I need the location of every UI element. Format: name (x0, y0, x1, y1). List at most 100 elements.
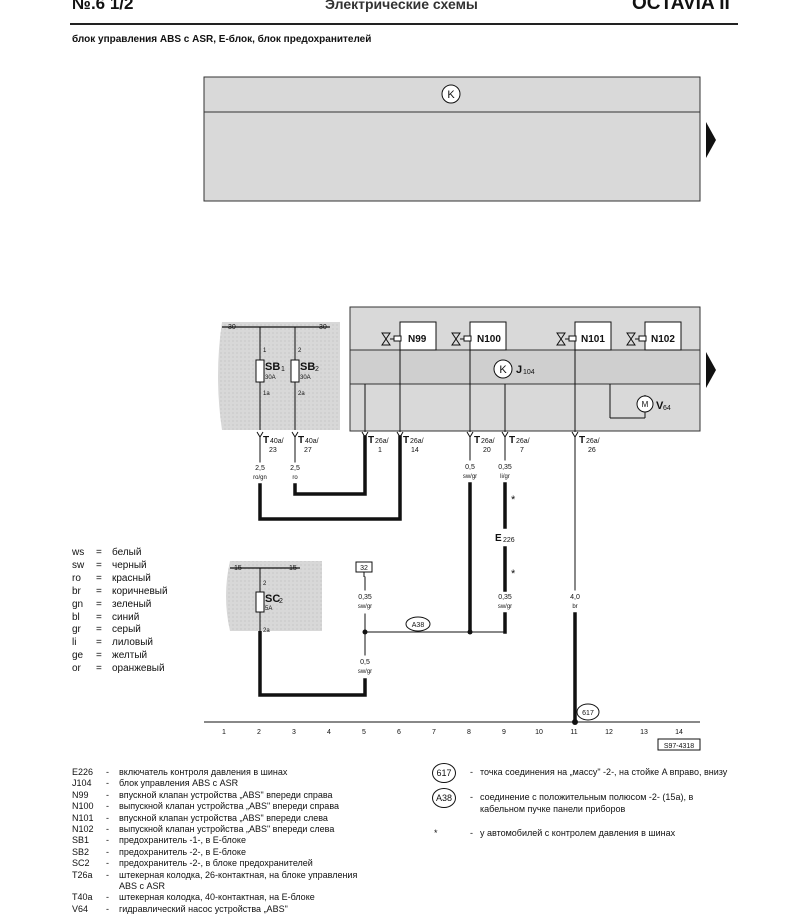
component-code: SB2 (72, 846, 90, 857)
grid-number-4: 4 (327, 729, 331, 736)
star-lower: * (511, 568, 516, 580)
color-code: ro (72, 572, 81, 584)
valve-n99-label: N99 (408, 334, 427, 345)
color-name: синий (112, 611, 140, 623)
wire-label-7-color: sw/gr (498, 604, 512, 610)
color-legend-row: ws=белый (72, 547, 168, 560)
grid-number-14: 14 (675, 729, 683, 736)
ref-a38 (405, 616, 431, 632)
wire-label-5-color: br (572, 604, 577, 610)
color-name: зеленый (112, 598, 152, 610)
component-code: N100 (72, 801, 94, 812)
valve-n99: N99 (381, 321, 437, 351)
color-legend-row: ge=желтый (72, 650, 168, 663)
color-code: ge (72, 650, 84, 662)
wire-label-5-size: 4,0 (570, 594, 580, 601)
component-text: включатель контроля давления в шинах (119, 767, 288, 777)
component-code: J104 (72, 778, 92, 789)
connector-t26a-26-sub: 26a/ (586, 438, 600, 445)
grid-number-6: 6 (397, 729, 401, 736)
color-eq: = (96, 598, 102, 610)
sb2-pin-bottom: 2a (298, 391, 305, 397)
component-dash: - (106, 767, 109, 777)
component-dash: - (106, 835, 109, 846)
ref-32-label: 32 (360, 565, 368, 572)
component-row: T40a-штекерная колодка, 40-контактная, н… (72, 892, 372, 903)
color-legend-row: gr=серый (72, 624, 168, 637)
note-star-dash: - (470, 828, 473, 838)
component-code: N102 (72, 824, 94, 835)
v64-label: V (656, 400, 664, 412)
connector-t26a-20-sub: 26a/ (481, 438, 495, 445)
component-code: SB1 (72, 835, 90, 846)
color-legend-row: gn=зеленый (72, 599, 168, 612)
component-dash: - (106, 892, 109, 903)
fuse-sb2 (290, 359, 300, 383)
valve-n102: N102 (626, 321, 682, 351)
fuse-sb1 (255, 359, 265, 383)
component-text: блок управления ABS с ASR (119, 778, 239, 789)
component-dash: - (106, 812, 109, 823)
color-eq: = (96, 663, 102, 675)
sc2-rating: 5A (265, 606, 272, 612)
terminal-15-right: 15 (289, 565, 297, 572)
wire-label-6: 0,35 sw/gr (358, 594, 372, 610)
valve-n101-label: N101 (581, 334, 605, 345)
component-text: гидравлический насос устройства „ABS" (119, 903, 288, 914)
connector-t40a-27-pin: 27 (304, 447, 312, 454)
connector-t26a-7-pin: 7 (520, 447, 524, 454)
component-code: T26a (72, 869, 93, 880)
component-row: SB1-предохранитель -1-, в E-блоке (72, 835, 372, 846)
component-dash: - (106, 789, 109, 800)
wire-ro-gn (258, 435, 402, 521)
color-name: красный (112, 572, 151, 584)
sb1-sub: 1 (281, 366, 285, 373)
k-symbol-j104-label: K (499, 364, 507, 376)
color-legend-row: or=оранжевый (72, 663, 168, 676)
wire-ro (293, 435, 367, 496)
connector-t26a-14-pin: 14 (411, 447, 419, 454)
wire-label-3: 0,5 sw/gr (463, 464, 477, 480)
valve-n100-label: N100 (477, 334, 501, 345)
connector-t26a-1-sub: 26a/ (375, 438, 389, 445)
grid-numbers: 1 2 3 4 5 6 7 8 9 10 11 12 13 14 (222, 729, 683, 736)
component-dash: - (106, 801, 109, 812)
connector-t26a-20-pin: 20 (483, 447, 491, 454)
fuse-sc2 (255, 591, 265, 613)
terminal-30-left: 30 (228, 324, 236, 331)
wire-label-8: 0,5 sw/gr (358, 659, 372, 675)
color-legend-row: sw=черный (72, 560, 168, 573)
connector-t26a-14-sub: 26a/ (410, 438, 424, 445)
component-dash: - (106, 903, 109, 914)
wire-label-4-size: 0,35 (498, 464, 512, 471)
connector-t26a-26-pin: 26 (588, 447, 596, 454)
page-header: №.6 1/2 Электрические схемы OCTAVIA II (0, 0, 807, 25)
connector-t26a-26-name: T (579, 435, 585, 446)
sb1-pin-top: 1 (263, 348, 267, 354)
connector-t40a-23: T 40a/ 23 (263, 435, 284, 454)
component-text: выпускной клапан устройства „ABS" вперед… (119, 801, 339, 812)
k-symbol-j104 (493, 359, 513, 379)
component-row: N99-впускной клапан устройства „ABS" впе… (72, 790, 372, 801)
motor-symbol: M (642, 400, 649, 409)
sb2-pin-top: 2 (298, 348, 302, 354)
motor-v64 (636, 395, 654, 413)
figure-code: S97-4318 (664, 743, 694, 750)
component-dash: - (106, 778, 109, 789)
color-name: коричневый (112, 585, 168, 597)
component-text: предохранитель -2-, в блоке предохраните… (119, 858, 313, 869)
component-text: впускной клапан устройства „ABS" впереди… (119, 789, 333, 800)
note-star-text: у автомобилей с контролем давления в шин… (480, 828, 676, 838)
note-star: * - у автомобилей с контролем давления в… (430, 827, 730, 841)
component-row: N100 -выпускной клапан устройства „ABS" в… (72, 801, 372, 812)
valve-n100: N100 (451, 321, 507, 351)
grid-number-1: 1 (222, 729, 226, 736)
header-rule (70, 23, 738, 25)
v64-sub: 64 (663, 405, 671, 412)
connector-t26a-7-name: T (509, 435, 515, 446)
component-code: V64 (72, 903, 89, 914)
component-text: впускной клапан устройства „ABS" впереди… (119, 812, 328, 823)
ref-617 (576, 703, 600, 721)
color-eq: = (96, 637, 102, 649)
